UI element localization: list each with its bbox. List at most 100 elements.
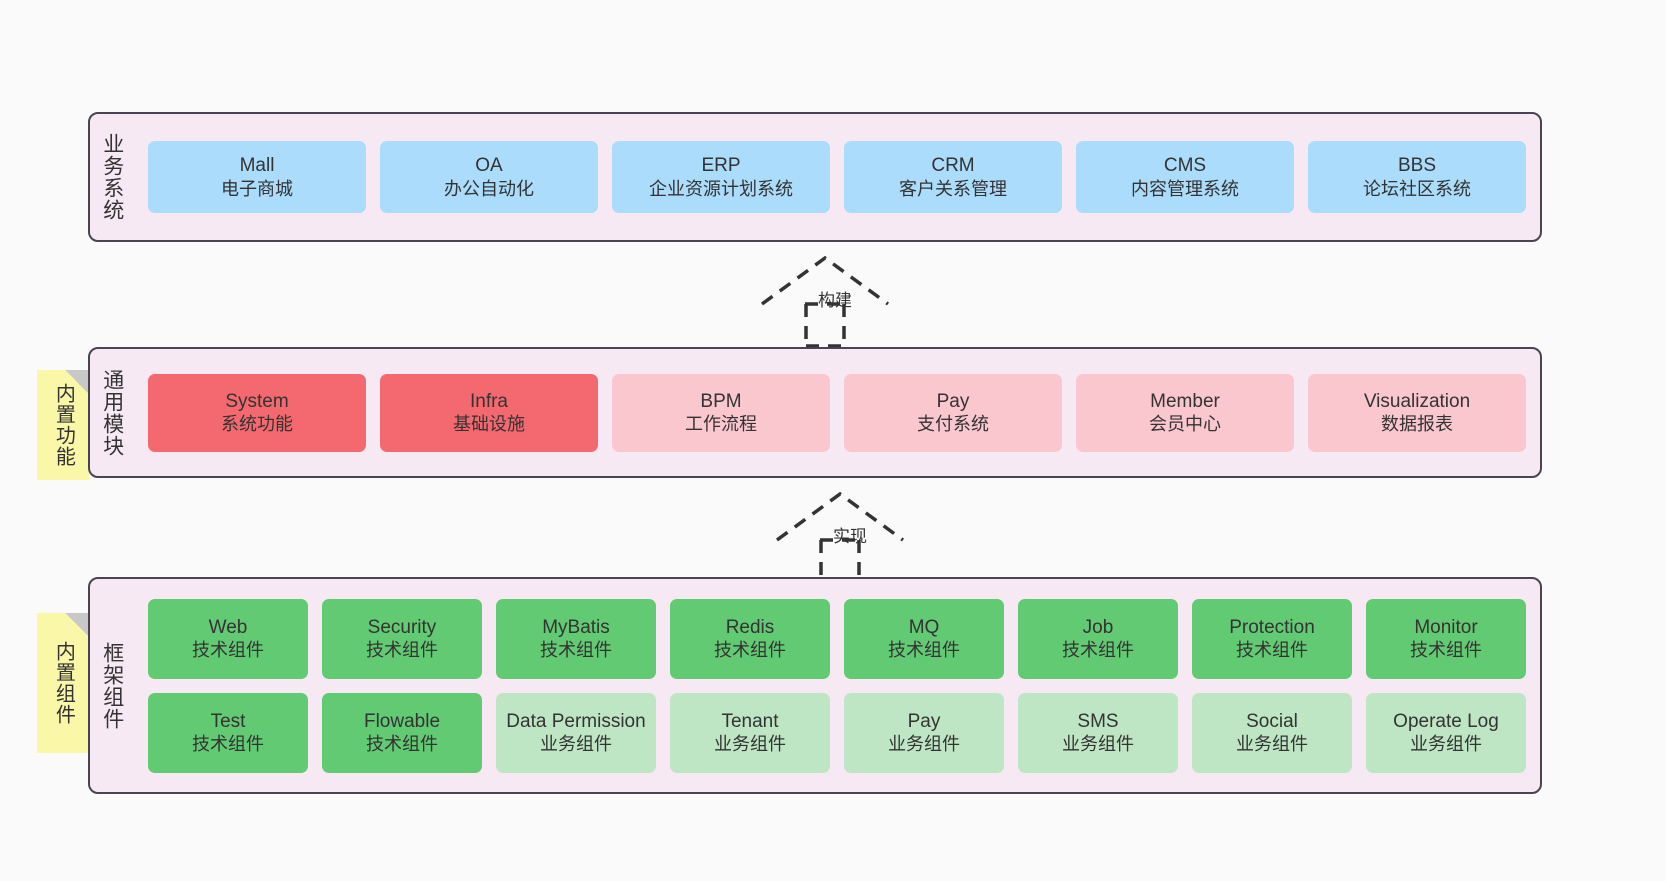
node-title-en: ERP [701, 155, 741, 177]
node-title-en: Web [208, 616, 248, 638]
node-title-en: Mall [239, 155, 275, 177]
node-title-en: Security [367, 616, 437, 638]
dashed-generalization-arrow-icon [775, 491, 905, 584]
node-title-cn: 技术组件 [888, 640, 960, 661]
node-title-en: Operate Log [1393, 710, 1499, 732]
node-mybatis[interactable]: MyBatis 技术组件 [496, 598, 656, 679]
node-title-cn: 技术组件 [1062, 640, 1134, 661]
node-bpm[interactable]: BPM 工作流程 [612, 373, 830, 452]
sticky-note-builtin-features: 内置功能 [37, 370, 89, 480]
node-mall[interactable]: Mall 电子商城 [148, 141, 366, 213]
sticky-note-label: 内置组件 [52, 641, 75, 725]
node-title-en: Protection [1229, 616, 1315, 638]
node-title-en: Flowable [363, 710, 441, 732]
connector-implement: 实现 [765, 488, 945, 584]
node-title-en: Pay [907, 710, 941, 732]
node-title-cn: 支付系统 [917, 414, 989, 435]
node-row: Test 技术组件 Flowable 技术组件 Data Permission … [148, 692, 1526, 773]
node-security[interactable]: Security 技术组件 [322, 598, 482, 679]
node-tenant[interactable]: Tenant 业务组件 [670, 692, 830, 773]
node-row: Mall 电子商城 OA 办公自动化 ERP 企业资源计划系统 CRM 客户关系… [148, 141, 1526, 213]
node-title-cn: 工作流程 [685, 414, 757, 435]
node-title-en: Visualization [1363, 390, 1471, 412]
node-sms[interactable]: SMS 业务组件 [1018, 692, 1178, 773]
node-cms[interactable]: CMS 内容管理系统 [1076, 141, 1294, 213]
layer-body-common: System 系统功能 Infra 基础设施 BPM 工作流程 Pay 支付系统… [134, 349, 1540, 476]
node-flowable[interactable]: Flowable 技术组件 [322, 692, 482, 773]
sticky-note-builtin-components: 内置组件 [37, 613, 89, 753]
node-title-cn: 技术组件 [366, 734, 438, 755]
layer-title-framework: 框架组件 [100, 641, 124, 730]
node-title-en: OA [475, 155, 503, 177]
dashed-generalization-arrow-icon [760, 255, 890, 348]
layer-common-module: 通用模块 System 系统功能 Infra 基础设施 BPM 工作流程 Pay… [88, 347, 1542, 478]
node-title-en: BPM [700, 390, 742, 412]
sticky-note-label: 内置功能 [52, 383, 75, 467]
layer-title-common: 通用模块 [100, 368, 124, 457]
node-title-cn: 业务组件 [714, 734, 786, 755]
node-title-cn: 技术组件 [714, 640, 786, 661]
node-operate-log[interactable]: Operate Log 业务组件 [1366, 692, 1526, 773]
node-title-en: System [225, 390, 289, 412]
node-crm[interactable]: CRM 客户关系管理 [844, 141, 1062, 213]
node-data-permission[interactable]: Data Permission 业务组件 [496, 692, 656, 773]
node-row: System 系统功能 Infra 基础设施 BPM 工作流程 Pay 支付系统… [148, 373, 1526, 452]
node-pay-module[interactable]: Pay 支付系统 [844, 373, 1062, 452]
node-title-cn: 系统功能 [221, 414, 293, 435]
node-title-cn: 内容管理系统 [1131, 178, 1239, 199]
node-title-en: MyBatis [542, 616, 610, 638]
node-member[interactable]: Member 会员中心 [1076, 373, 1294, 452]
node-title-cn: 技术组件 [366, 640, 438, 661]
node-monitor[interactable]: Monitor 技术组件 [1366, 598, 1526, 679]
connector-label-build: 构建 [818, 291, 852, 310]
node-title-cn: 基础设施 [453, 414, 525, 435]
node-visualization[interactable]: Visualization 数据报表 [1308, 373, 1526, 452]
node-title-cn: 数据报表 [1381, 414, 1453, 435]
node-infra[interactable]: Infra 基础设施 [380, 373, 598, 452]
node-title-en: Monitor [1414, 616, 1478, 638]
node-title-en: Social [1246, 710, 1298, 732]
node-title-en: BBS [1397, 155, 1437, 177]
node-title-en: Job [1082, 616, 1114, 638]
node-title-cn: 会员中心 [1149, 414, 1221, 435]
node-title-cn: 技术组件 [540, 640, 612, 661]
node-bbs[interactable]: BBS 论坛社区系统 [1308, 141, 1526, 213]
layer-body-business: Mall 电子商城 OA 办公自动化 ERP 企业资源计划系统 CRM 客户关系… [134, 114, 1540, 240]
node-title-en: Infra [469, 390, 509, 412]
node-title-cn: 业务组件 [540, 734, 612, 755]
node-system[interactable]: System 系统功能 [148, 373, 366, 452]
node-title-cn: 技术组件 [1236, 640, 1308, 661]
node-oa[interactable]: OA 办公自动化 [380, 141, 598, 213]
node-web[interactable]: Web 技术组件 [148, 598, 308, 679]
node-title-en: SMS [1077, 710, 1119, 732]
node-redis[interactable]: Redis 技术组件 [670, 598, 830, 679]
node-title-cn: 技术组件 [192, 640, 264, 661]
node-title-cn: 技术组件 [192, 734, 264, 755]
node-social[interactable]: Social 业务组件 [1192, 692, 1352, 773]
node-job[interactable]: Job 技术组件 [1018, 598, 1178, 679]
node-title-en: Data Permission [506, 710, 646, 732]
layer-title-business: 业务系统 [100, 133, 124, 221]
node-protection[interactable]: Protection 技术组件 [1192, 598, 1352, 679]
node-title-cn: 业务组件 [888, 734, 960, 755]
node-title-cn: 论坛社区系统 [1363, 178, 1471, 199]
node-title-en: Redis [725, 616, 775, 638]
connector-build: 构建 [750, 252, 930, 348]
node-title-cn: 业务组件 [1236, 734, 1308, 755]
node-test[interactable]: Test 技术组件 [148, 692, 308, 773]
node-title-cn: 业务组件 [1062, 734, 1134, 755]
node-title-en: Pay [936, 390, 970, 412]
node-title-cn: 企业资源计划系统 [649, 178, 793, 199]
node-title-en: MQ [908, 616, 940, 638]
layer-body-framework: Web 技术组件 Security 技术组件 MyBatis 技术组件 Redi… [134, 579, 1540, 792]
node-title-en: CMS [1163, 155, 1207, 177]
node-title-cn: 业务组件 [1410, 734, 1482, 755]
node-title-en: Member [1150, 390, 1220, 412]
node-mq[interactable]: MQ 技术组件 [844, 598, 1004, 679]
node-row: Web 技术组件 Security 技术组件 MyBatis 技术组件 Redi… [148, 598, 1526, 679]
layer-framework-component: 框架组件 Web 技术组件 Security 技术组件 MyBatis 技术组件… [88, 577, 1542, 794]
node-title-cn: 办公自动化 [444, 178, 534, 199]
node-pay-component[interactable]: Pay 业务组件 [844, 692, 1004, 773]
node-erp[interactable]: ERP 企业资源计划系统 [612, 141, 830, 213]
